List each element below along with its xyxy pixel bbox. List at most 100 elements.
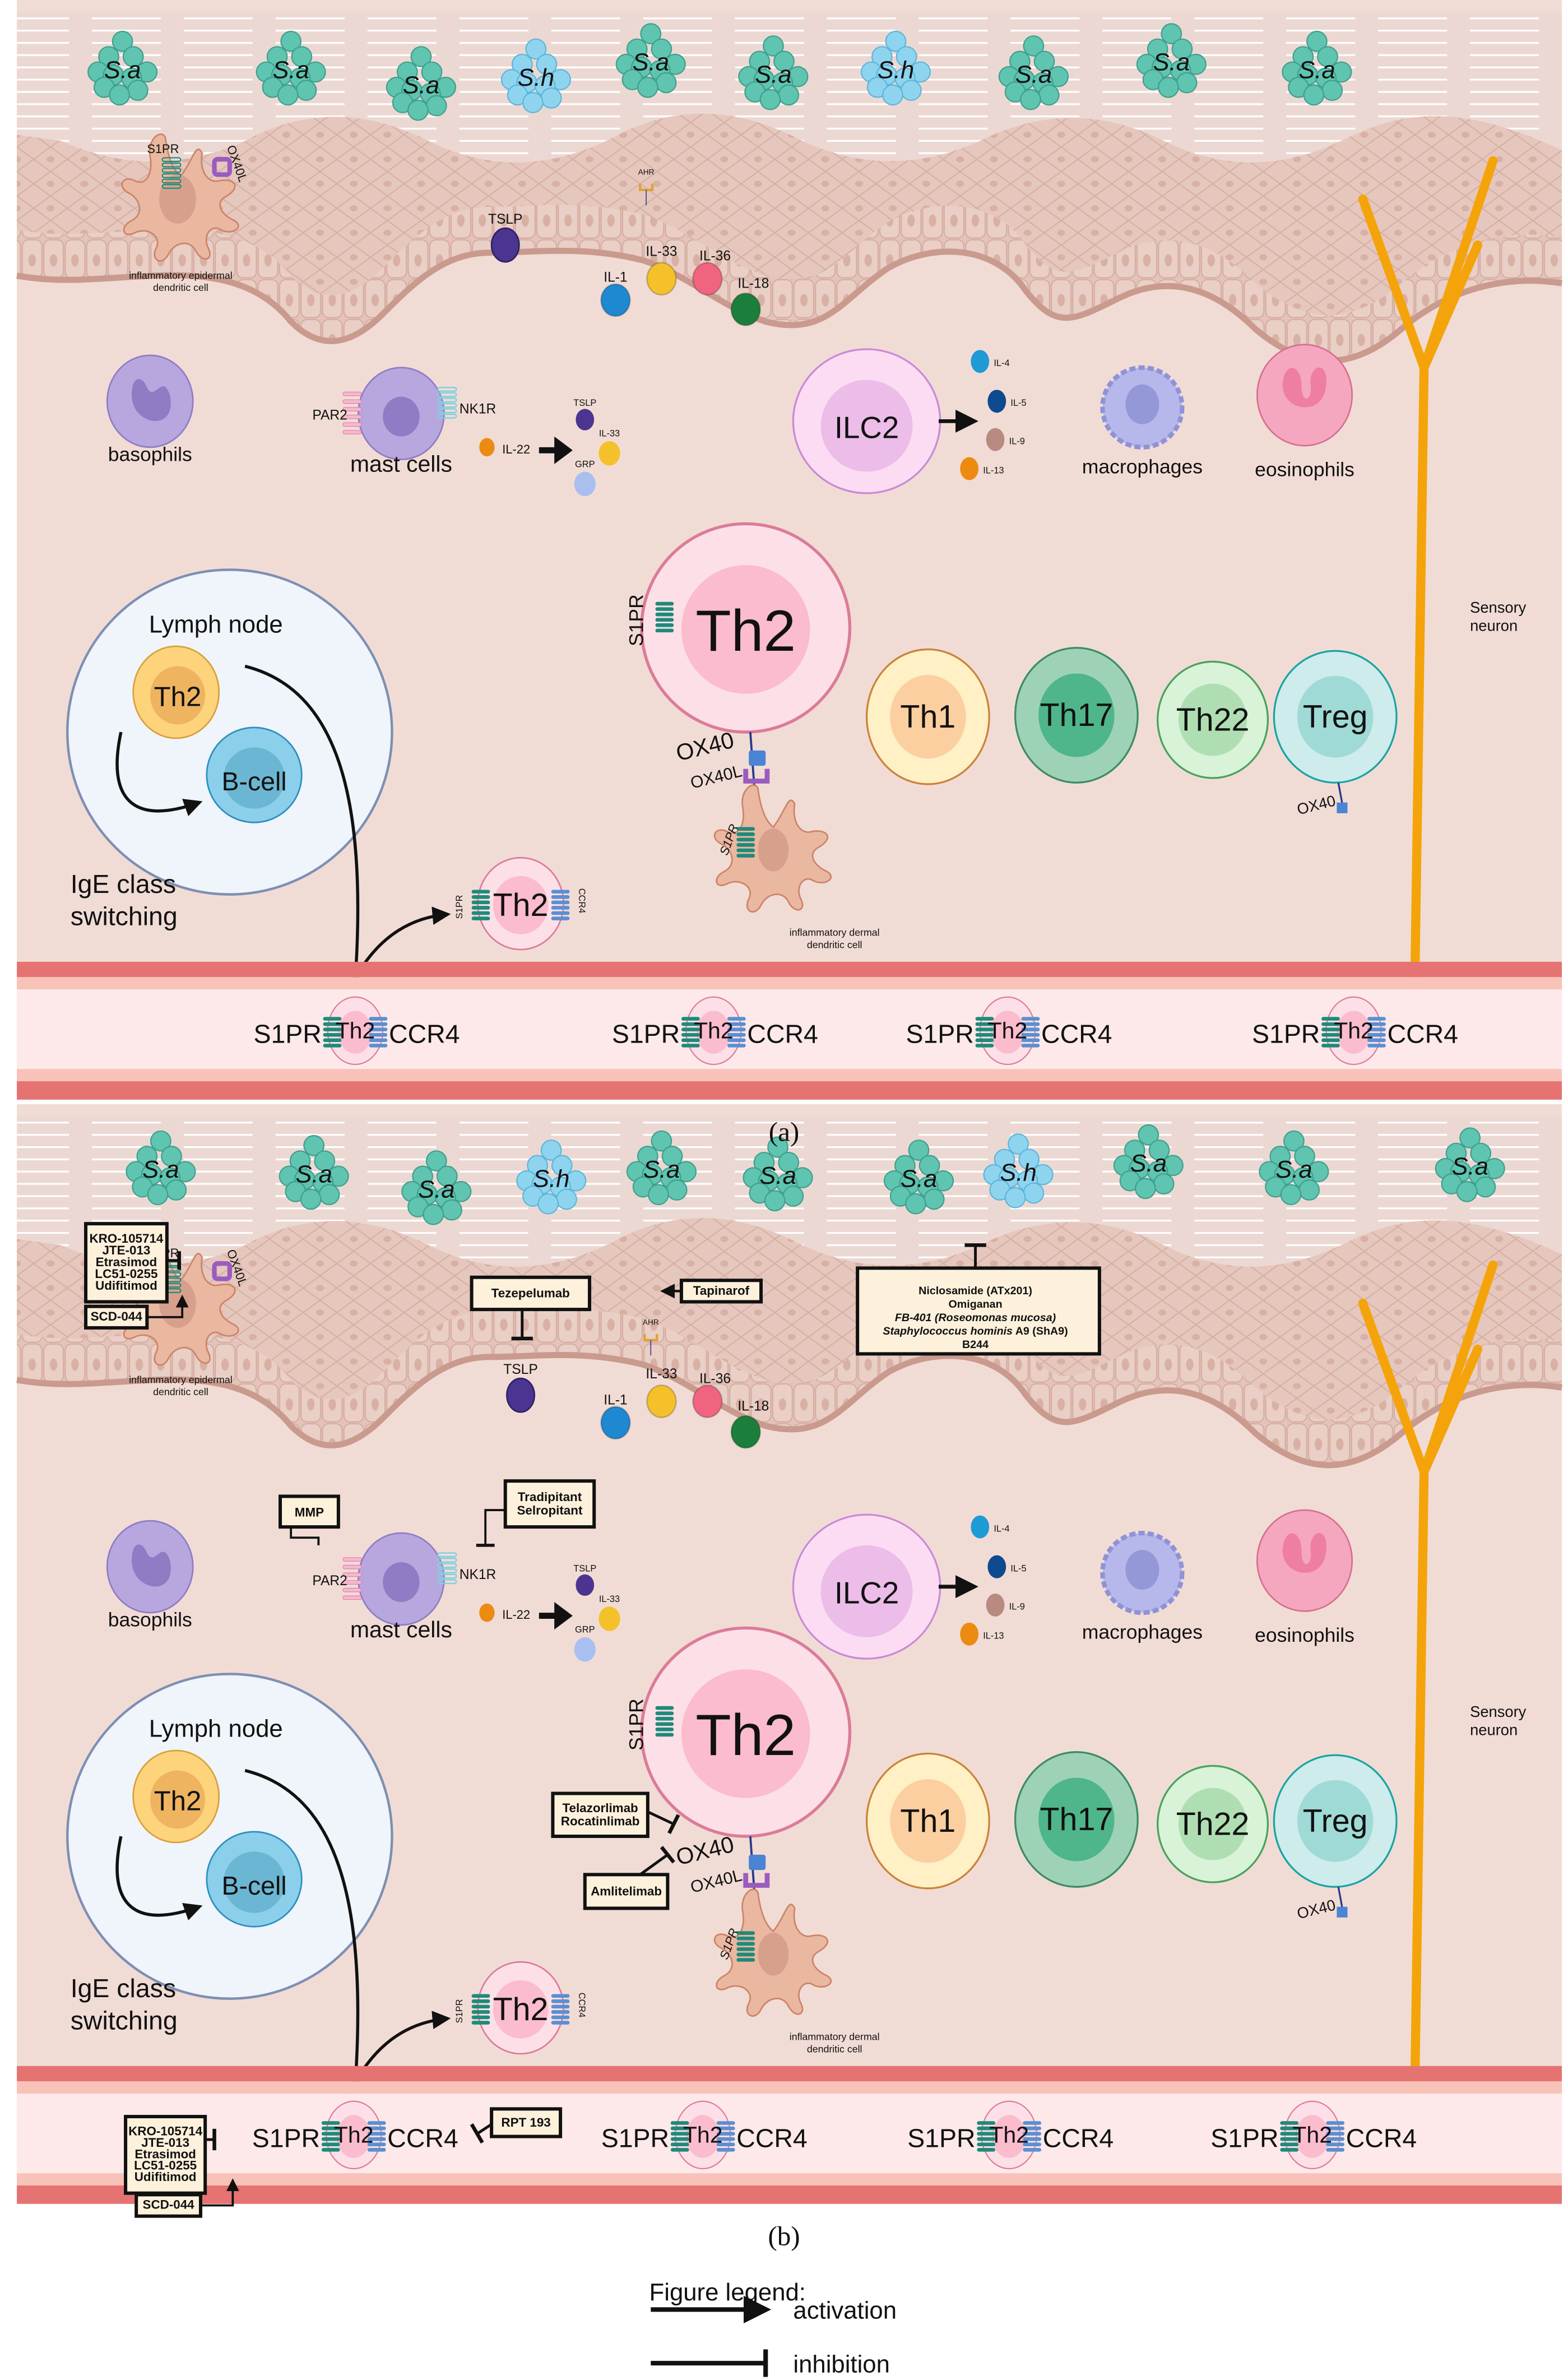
drug-name: Staphylococcus hominis A9 (ShA9): [883, 1325, 1068, 1337]
staphylococcus-aureus-cluster: S.a: [883, 1139, 954, 1215]
par2-receptor-segment: [342, 1587, 362, 1592]
nucleus: [493, 876, 549, 934]
bacteria-label: S.h: [518, 64, 555, 91]
s1pr-label: S1PR: [1252, 1020, 1320, 1049]
ccr4-label: CCR4: [736, 2124, 807, 2153]
drug-name: LC51-0255: [134, 2159, 197, 2173]
drug-name: KRO-105714: [128, 2124, 202, 2138]
cytokine-il-1-icon: [600, 1406, 631, 1440]
nucleus: [223, 747, 285, 809]
bacteria-label: S.a: [632, 49, 669, 76]
drug-name: SCD-044: [91, 1309, 143, 1323]
macrophages-label: macrophages: [1082, 1621, 1203, 1643]
cytokine-label: IL-18: [737, 1399, 769, 1414]
drug-name: KRO-105714: [89, 1231, 163, 1245]
vessel-s1pr-inhibitor-box: KRO-105714JTE-013EtrasimodLC51-0255Udifi…: [124, 2115, 207, 2195]
th2-label: Th2: [695, 599, 796, 664]
nucleus: [890, 675, 966, 759]
nucleus: [990, 1011, 1024, 1054]
ccr4-label: CCR4: [747, 1020, 818, 1049]
drug-name: FB-401 (Roseomonas mucosa): [895, 1312, 1056, 1324]
lymph-node: [66, 568, 393, 896]
mast-cell-nucleus: [383, 1562, 420, 1602]
th17-label: Th17: [1040, 1802, 1114, 1837]
cytokine-il-18-icon: [730, 292, 762, 326]
bacteria-label: S.a: [643, 1156, 680, 1183]
drug-name: JTE-013: [102, 1243, 150, 1257]
b-cell-label: B-cell: [222, 1871, 287, 1900]
cytokine-label: IL-9: [1009, 1602, 1025, 1612]
figure-legend: Figure legend: activation inhibition: [650, 2279, 897, 2378]
epidermis: [17, 113, 1562, 361]
th2-label: Th2: [1334, 1018, 1374, 1044]
th2-label: Th2: [334, 2122, 374, 2147]
th1-label: Th1: [900, 1803, 955, 1839]
drug-name: Rocatinlimab: [561, 1814, 640, 1828]
cytokine-label: IL-5: [1010, 398, 1026, 408]
eosinophils-label: eosinophils: [1255, 459, 1354, 481]
staphylococcus-aureus-cluster: S.a: [279, 1135, 349, 1210]
treg-ox40-receptor-icon: [1337, 802, 1348, 813]
cytokine-il-5-icon: [987, 1555, 1006, 1578]
b-cell-label: B-cell: [222, 767, 287, 796]
drug-name: Amlitelimab: [591, 1884, 662, 1898]
staphylococcus-aureus-cluster: S.a: [615, 22, 686, 98]
th2-label: Th2: [695, 1703, 796, 1768]
tslp-label: TSLP: [503, 1362, 537, 1377]
tezepelumab-box: Tezepelumab: [470, 1275, 591, 1312]
staphylococcus-aureus-cluster: S.a: [386, 45, 457, 121]
ccr4-label: CCR4: [387, 2124, 458, 2153]
s1pr-label: S1PR: [906, 1020, 974, 1049]
drug-name: Selropitant: [517, 1503, 582, 1517]
cytokine-label: IL-33: [646, 1367, 677, 1382]
neuron-axon-icon: [1358, 156, 1498, 985]
grp-label: GRP: [575, 459, 595, 469]
par2-receptor-segment: [342, 1572, 362, 1577]
par2-receptor-segment: [342, 407, 362, 411]
cytokine-il-9-icon: [986, 428, 1005, 451]
scd-044-box: SCD-044: [84, 1304, 149, 1330]
bacteria-label: S.a: [1153, 49, 1190, 76]
drug-name-plain: A9 (ShA9): [1013, 1325, 1068, 1337]
th2-label: Th2: [493, 887, 549, 923]
th2-label: Th2: [1292, 2122, 1332, 2147]
mmp-box: MMP: [279, 1494, 340, 1529]
drug-name: Tapinarof: [693, 1284, 750, 1298]
nucleus: [758, 1933, 789, 1976]
drug-name: RPT 193: [501, 2115, 550, 2129]
cytokine-il-36-icon: [692, 262, 723, 296]
tezepelumab-box-frame: [470, 1275, 591, 1312]
ige-class-switching-label-2: switching: [71, 901, 178, 930]
treg-ox40-receptor-icon: [1337, 1906, 1348, 1918]
il-33-molecule-icon: [599, 441, 620, 466]
nucleus: [1038, 673, 1115, 757]
cytokine-label: IL-18: [737, 276, 769, 291]
staphylococcus-aureus-cluster: S.a: [1435, 1127, 1505, 1202]
drug-name: Omiganan: [948, 1298, 1002, 1311]
nucleus: [1295, 2115, 1329, 2158]
eosinophil-icon: [1256, 344, 1353, 447]
par2-label: PAR2: [312, 1573, 347, 1589]
nucleus: [159, 174, 196, 224]
bacteria-label: S.a: [272, 56, 309, 84]
ige-class-switching-label-2: switching: [71, 2006, 178, 2035]
inhibition-line: [639, 1853, 669, 1876]
lymph-node-th2-label: Th2: [154, 682, 202, 712]
migration-arrow-icon: [244, 664, 366, 984]
bacteria-label: S.a: [1130, 1150, 1167, 1177]
staphylococcus-aureus-cluster: S.a: [126, 1130, 196, 1206]
th2-nucleus: [681, 1669, 810, 1798]
macrophages-label: macrophages: [1082, 455, 1203, 478]
sensory-neuron-label-1: Sensory: [1470, 1703, 1527, 1720]
par2-receptor-segment: [342, 1580, 362, 1585]
cytokine-il-33-icon: [646, 1385, 677, 1419]
eosinophil-icon: [1256, 1509, 1353, 1612]
tapinarof-box: Tapinarof: [679, 1279, 763, 1304]
nucleus: [223, 1851, 285, 1913]
